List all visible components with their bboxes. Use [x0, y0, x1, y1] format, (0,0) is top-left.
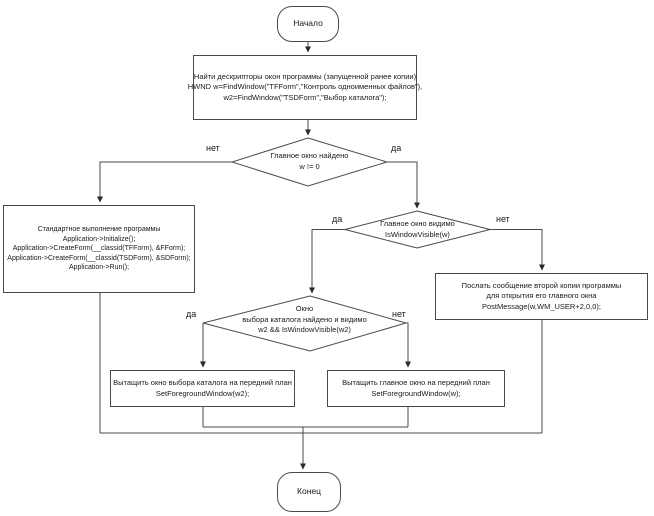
process-standard-run-line: Application->CreateForm(__classid(TFForm…	[12, 245, 186, 253]
start-terminator: Начало	[277, 6, 339, 42]
process-standard-run: Стандартное выполнение программы Applica…	[3, 205, 195, 293]
process-standard-run-line: Стандартное выполнение программы	[37, 225, 161, 233]
edge-decision2-no	[490, 229, 545, 271]
process-find-windows-line: HWND w=FindWindow("TFForm","Контроль одн…	[187, 82, 423, 92]
edge-label-decision2-yes: да	[332, 214, 343, 224]
process-standard-run-line: Application->Initialize();	[62, 235, 136, 243]
process-bring-dir-line: SetForegroundWindow(w2);	[155, 388, 250, 398]
start-label: Начало	[293, 18, 323, 29]
process-standard-run-line: Application->CreateForm(__classid(TSDFor…	[7, 254, 191, 262]
process-post-message-line: Послать сообщение второй копии программы	[461, 280, 622, 290]
process-bring-dir-line: Вытащить окно выбора каталога на передни…	[113, 378, 292, 388]
process-find-windows: Найти дескрипторы окон программы (запуще…	[188, 55, 422, 120]
edge-decision1-no	[97, 161, 232, 203]
process-bring-main-window: Вытащить главное окно на передний план S…	[327, 370, 505, 407]
process-post-message-line: для открытия его главного окна	[486, 291, 597, 301]
process-post-message: Послать сообщение второй копии программы…	[435, 273, 648, 320]
process-bring-main-line: SetForegroundWindow(w);	[371, 388, 461, 398]
process-post-message-line: PostMessage(w,WM_USER+2,0,0);	[481, 301, 601, 311]
edge-label-decision3-no: нет	[392, 309, 406, 319]
decision-main-window-found-shape	[230, 137, 389, 187]
process-bring-dir-window: Вытащить окно выбора каталога на передни…	[110, 370, 295, 407]
decision-dir-window-found-shape	[202, 295, 408, 352]
decision-main-window-visible-shape	[344, 210, 491, 249]
end-label: Конец	[297, 486, 321, 497]
process-bring-main-line: Вытащить главное окно на передний план	[342, 378, 490, 388]
edge-decision1-yes	[387, 161, 420, 209]
edge-decision2-yes	[309, 229, 345, 294]
edge-decision3-no	[405, 322, 411, 368]
edge-label-decision2-no: нет	[496, 214, 510, 224]
edge-label-decision1-no: нет	[206, 143, 220, 153]
process-find-windows-line: Найти дескрипторы окон программы (запуще…	[193, 71, 417, 81]
process-find-windows-line: w2=FindWindow("TSDForm","Выбор каталога"…	[223, 92, 387, 102]
end-terminator: Конец	[277, 472, 341, 512]
edge-label-decision1-yes: да	[391, 143, 402, 153]
process-standard-run-line: Application->Run();	[68, 264, 130, 272]
edge-label-decision3-yes: да	[186, 309, 197, 319]
